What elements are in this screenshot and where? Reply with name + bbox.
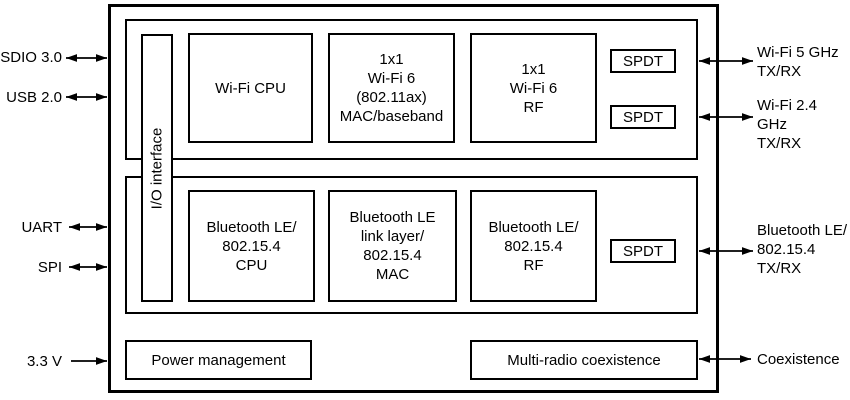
port-label-coexistence: Coexistence bbox=[757, 351, 840, 368]
port-label-sdio: SDIO 3.0 bbox=[0, 49, 62, 66]
port-label-bt-trx: Bluetooth LE/ 802.15.4 TX/RX bbox=[757, 222, 848, 277]
port-label-uart: UART bbox=[21, 219, 62, 236]
wifi-cpu-block: Wi-Fi CPU bbox=[188, 33, 313, 143]
wifi-mac-baseband-block: 1x1 Wi-Fi 6 (802.11ax) MAC/baseband bbox=[328, 33, 455, 143]
multi-radio-coexistence-block: Multi-radio coexistence bbox=[470, 340, 698, 380]
port-label-3v3: 3.3 V bbox=[26, 353, 62, 370]
bt-rf-block: Bluetooth LE/ 802.15.4 RF bbox=[470, 190, 597, 302]
io-interface-block: I/O interface bbox=[141, 34, 173, 302]
port-label-wifi-24ghz: Wi-Fi 2.4 GHz TX/RX bbox=[757, 97, 817, 152]
spdt-wifi-5ghz-block: SPDT bbox=[610, 49, 676, 73]
io-interface-label: I/O interface bbox=[148, 127, 166, 209]
port-label-usb: USB 2.0 bbox=[6, 89, 62, 106]
wifi-rf-block: 1x1 Wi-Fi 6 RF bbox=[470, 33, 597, 143]
bt-cpu-block: Bluetooth LE/ 802.15.4 CPU bbox=[188, 190, 315, 302]
port-label-spi: SPI bbox=[37, 259, 62, 276]
power-management-block: Power management bbox=[125, 340, 312, 380]
port-label-wifi-5ghz: Wi-Fi 5 GHz TX/RX bbox=[757, 44, 839, 80]
bt-link-layer-mac-block: Bluetooth LE link layer/ 802.15.4 MAC bbox=[328, 190, 457, 302]
spdt-wifi-24ghz-block: SPDT bbox=[610, 105, 676, 129]
bluetooth-subsystem-box bbox=[125, 176, 698, 314]
spdt-bt-block: SPDT bbox=[610, 239, 676, 263]
wifi-subsystem-box bbox=[125, 19, 698, 160]
